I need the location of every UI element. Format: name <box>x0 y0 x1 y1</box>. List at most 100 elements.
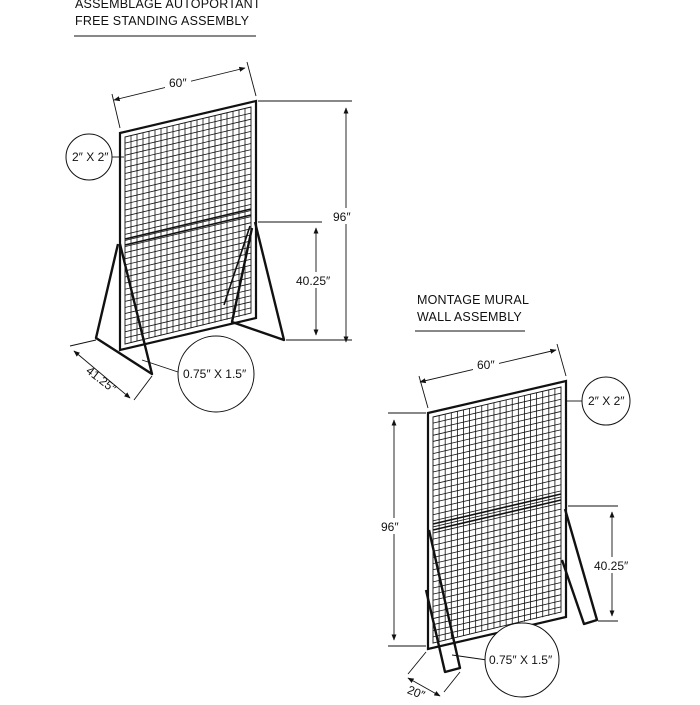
mesh-wire-horizontal <box>432 417 562 448</box>
free-standing-depth-extension-right <box>133 375 153 401</box>
mesh-wire-horizontal <box>432 441 562 473</box>
free-standing-right-brace <box>223 225 251 306</box>
wall-leg-callout-circle <box>484 622 560 698</box>
wall-leg-callout-leader <box>451 654 488 661</box>
mesh-wire-horizontal <box>124 179 252 211</box>
wall-width-extension-left <box>418 375 429 409</box>
mesh-wire-horizontal <box>432 527 562 558</box>
mesh-wire-horizontal <box>124 112 252 144</box>
mesh-wire-horizontal <box>124 289 252 321</box>
wall-depth-extension-right <box>443 671 461 693</box>
mesh-wire-horizontal <box>124 228 252 260</box>
free-standing-assembly: ASSEMBLAGE AUTOPORTANT FREE STANDING ASS… <box>65 0 360 413</box>
mesh-wire-horizontal <box>432 484 562 516</box>
mesh-wire-horizontal <box>124 197 252 229</box>
free-standing-height-label: 96″ <box>333 210 351 224</box>
mesh-wire-horizontal <box>432 533 562 564</box>
mesh-wire-horizontal <box>432 466 562 497</box>
mesh-wire-horizontal <box>124 124 252 156</box>
wall-leg-callout-label: 0.75″ X 1.5″ <box>489 653 553 667</box>
wall-frame-callout-circle <box>581 376 631 426</box>
mesh-wire-horizontal <box>432 490 562 522</box>
mesh-wire-horizontal <box>124 118 252 150</box>
mesh-wire-horizontal <box>124 277 252 308</box>
wall-depth-dimension-line <box>407 677 441 697</box>
mesh-wire-horizontal <box>432 569 562 601</box>
wall-width-label-bg <box>473 356 499 372</box>
free-standing-leg-height-label: 40.25″ <box>296 274 331 288</box>
wall-leg-height-label-bg <box>592 557 636 573</box>
free-standing-right-leg <box>230 221 286 342</box>
free-standing-width-extension-right <box>246 61 257 97</box>
wall-left-leg <box>424 529 462 674</box>
mesh-wire-horizontal <box>124 173 252 205</box>
mesh-wire-horizontal <box>432 575 562 607</box>
wall-title-en: WALL ASSEMBLY <box>417 310 522 324</box>
mesh-wire-horizontal <box>124 137 252 168</box>
mesh-wire-horizontal <box>432 453 562 485</box>
mesh-wire-horizontal <box>432 514 562 546</box>
mesh-wire-horizontal <box>432 551 562 583</box>
free-standing-frame-callout-label: 2″ X 2″ <box>72 150 109 164</box>
free-standing-mesh-grid <box>124 108 252 343</box>
mesh-wire-horizontal <box>432 478 562 510</box>
mesh-wire-horizontal <box>124 149 252 181</box>
mesh-wire-horizontal <box>432 557 562 589</box>
wall-height-label: 96″ <box>381 520 399 534</box>
mesh-wire-horizontal <box>432 520 562 552</box>
free-standing-depth-dimension-line <box>73 350 131 399</box>
wall-width-extension-right <box>556 343 567 377</box>
free-standing-width-extension-left <box>111 93 121 129</box>
free-standing-depth-label: 41.25″ <box>83 363 119 396</box>
mesh-wire-horizontal <box>124 270 252 302</box>
free-standing-leg-callout-circle <box>177 335 255 413</box>
free-standing-leg-callout-leader <box>141 359 179 373</box>
wall-height-label-bg <box>378 518 408 534</box>
free-standing-depth-extension-left <box>69 339 97 347</box>
free-standing-frame-callout-circle <box>65 133 113 181</box>
free-standing-panel-frame <box>118 99 258 352</box>
mesh-wire-horizontal <box>432 398 562 430</box>
mesh-wire-horizontal <box>432 392 562 424</box>
mesh-wire-horizontal <box>124 295 252 327</box>
mesh-wire-horizontal <box>124 185 252 217</box>
mesh-wire-horizontal <box>124 167 252 199</box>
mesh-wire-horizontal <box>124 283 252 314</box>
wall-crossbar <box>432 493 562 531</box>
mesh-wire-horizontal <box>432 496 562 528</box>
mesh-wire-horizontal <box>432 502 562 534</box>
mesh-wire-horizontal <box>124 155 252 187</box>
mesh-wire-horizontal <box>432 411 562 442</box>
mesh-wire-horizontal <box>124 161 252 193</box>
free-standing-height-label-bg <box>330 208 360 224</box>
mesh-wire-horizontal <box>432 600 562 632</box>
mesh-wire-horizontal <box>432 435 562 467</box>
mesh-wire-horizontal <box>432 539 562 571</box>
mesh-wire-horizontal <box>124 222 252 254</box>
mesh-wire-horizontal <box>124 234 252 266</box>
wall-right-leg <box>560 508 599 626</box>
mesh-wire-horizontal <box>124 301 252 333</box>
mesh-wire-horizontal <box>124 143 252 174</box>
wall-assembly: MONTAGE MURAL WALL ASSEMBLY 60″ 96″ 40.2… <box>378 293 636 702</box>
mesh-wire-horizontal <box>432 588 562 619</box>
mesh-wire-horizontal <box>432 423 562 455</box>
mesh-wire-horizontal <box>432 582 562 613</box>
mesh-wire-horizontal <box>124 264 252 296</box>
mesh-wire-horizontal <box>432 459 562 491</box>
wall-depth-label: 20″ <box>405 683 427 700</box>
mesh-wire-horizontal <box>432 472 562 503</box>
mesh-wire-horizontal <box>432 508 562 540</box>
mesh-wire-horizontal <box>124 258 252 290</box>
mesh-wire-horizontal <box>432 429 562 461</box>
free-standing-title-fr: ASSEMBLAGE AUTOPORTANT <box>75 0 261 11</box>
mesh-wire-horizontal <box>124 204 252 235</box>
mesh-wire-horizontal <box>124 130 252 162</box>
free-standing-crossbar <box>124 208 252 246</box>
wall-width-label: 60″ <box>477 358 495 372</box>
mesh-wire-horizontal <box>124 216 252 247</box>
free-standing-leg-callout-label: 0.75″ X 1.5″ <box>183 367 247 381</box>
mesh-wire-horizontal <box>124 307 252 339</box>
mesh-wire-horizontal <box>432 606 562 638</box>
